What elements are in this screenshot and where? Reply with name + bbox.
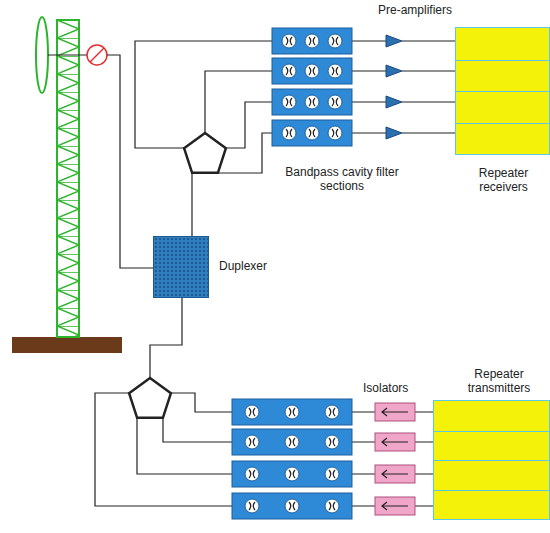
protector bbox=[87, 45, 107, 65]
row-divider bbox=[434, 460, 549, 461]
antenna bbox=[36, 17, 48, 93]
protector-slash bbox=[90, 48, 104, 62]
preamp-symbols bbox=[386, 35, 402, 139]
receiver-stack: Repeater receivers bbox=[455, 27, 550, 155]
node-label: Repeater transmitters bbox=[454, 367, 544, 395]
splitter bbox=[184, 133, 226, 173]
isolator-symbols bbox=[375, 403, 415, 515]
antenna-arm bbox=[48, 54, 87, 55]
wires bbox=[95, 41, 455, 506]
row-divider bbox=[456, 60, 549, 61]
tower bbox=[57, 20, 79, 337]
ground bbox=[12, 337, 122, 353]
part-label: Pre-amplifiers bbox=[378, 3, 452, 17]
node-label: Repeater receivers bbox=[456, 166, 550, 194]
cavities bbox=[245, 34, 342, 513]
node-label: Duplexer bbox=[219, 259, 267, 273]
row-divider bbox=[456, 91, 549, 92]
row-divider bbox=[456, 123, 549, 124]
part-label: Isolators bbox=[363, 381, 408, 395]
transmitter-stack: Repeater transmitters bbox=[433, 400, 550, 520]
duplexer-box: Duplexer bbox=[153, 236, 209, 298]
cavity-filters bbox=[232, 28, 352, 519]
row-divider bbox=[434, 490, 549, 491]
row-divider bbox=[434, 431, 549, 432]
part-label: Bandpass cavity filter sections bbox=[283, 165, 401, 193]
splitter bbox=[129, 378, 171, 418]
